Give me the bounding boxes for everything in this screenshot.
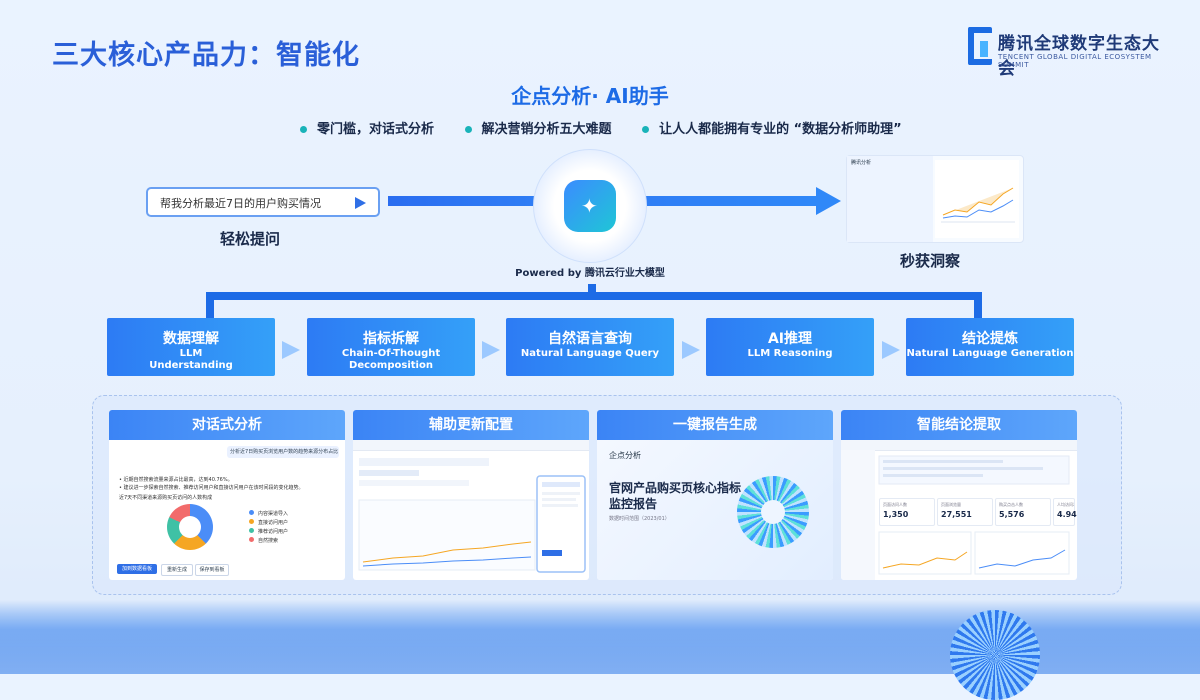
bracket-right: [974, 292, 982, 318]
step-nl-query: 自然语言查询 Natural Language Query: [506, 318, 674, 376]
legend-item: 直接访问用户: [249, 519, 288, 526]
flow-arrow-left: [388, 196, 538, 206]
feature-bullet: 零门槛，对话式分析: [300, 118, 434, 137]
chevron-right-icon: [682, 341, 700, 359]
feature-bullet: 解决营销分析五大难题: [464, 118, 612, 137]
cloud-fan-icon: [950, 610, 1040, 700]
feature-bullets: 零门槛，对话式分析 解决营销分析五大难题 让人人都能拥有专业的 “数据分析师助理…: [300, 118, 928, 137]
query-text: 帮我分析最近7日的用户购买情况: [160, 197, 321, 210]
brand-tagline: TENCENT GLOBAL DIGITAL ECOSYSTEM SUMMIT: [998, 53, 1152, 69]
brand-name: 腾讯全球数字生态大会: [998, 34, 1160, 79]
kpi-card: 人均访问次数4.94: [1053, 498, 1077, 526]
slide-title: 三大核心产品力：智能化: [52, 40, 360, 71]
product-title: 企点分析· AI助手: [511, 84, 669, 108]
answer-line: • 建议进一步探索自然搜索、推荐访问用户和直接访问用户在该时间段的变化趋势。: [119, 485, 304, 491]
save-button[interactable]: 保存到看板: [195, 564, 229, 576]
donut-chart: [167, 504, 213, 550]
config-screenshot: [358, 458, 586, 573]
step-metric-decomposition: 指标拆解 Chain-Of-Thought Decomposition: [307, 318, 475, 376]
brand-mark-icon: [968, 27, 992, 65]
bullet-dot-icon: [300, 126, 307, 133]
card-config-assistant: 辅助更新配置: [353, 410, 589, 580]
report-title: 官网产品购买页核心指标监控报告: [609, 481, 742, 511]
bullet-dot-icon: [642, 126, 650, 133]
brand-logo: 腾讯全球数字生态大会 TENCENT GLOBAL DIGITAL ECOSYS…: [968, 25, 1168, 79]
feature-bullet: 让人人都能拥有专业的 “数据分析师助理”: [642, 118, 902, 137]
step-conclusion: 结论提炼 Natural Language Generation: [906, 318, 1074, 376]
regenerate-button[interactable]: 重新生成: [161, 564, 193, 576]
card-conversational-analysis: 对话式分析 分析近7日购买页浏览用户数的趋势来源分布占比 • 近期自然搜索流量来…: [109, 410, 345, 580]
step-ai-reasoning: AI推理 LLM Reasoning: [706, 318, 874, 376]
powered-by: Powered by 腾讯云行业大模型: [515, 268, 665, 279]
card-title: 智能结论提取: [841, 410, 1077, 440]
chevron-right-icon: [282, 341, 300, 359]
insight-tag: 腾讯分析: [851, 160, 872, 166]
bracket-bar: [206, 292, 982, 300]
step-data-understanding: 数据理解 LLM Understanding: [107, 318, 275, 376]
fan-graphic-icon: [737, 476, 809, 548]
bracket-left: [206, 292, 214, 318]
card-title: 对话式分析: [109, 410, 345, 440]
insight-chart: [941, 187, 1015, 223]
ai-assistant-icon: ✦: [564, 180, 616, 232]
insight-screenshot: 腾讯分析: [846, 155, 1024, 243]
report-logo: 企点分析: [609, 451, 641, 460]
bullet-dot-icon: [464, 126, 472, 133]
flow-arrow-right: [640, 196, 818, 206]
card-report-generation: 一键报告生成 企点分析 官网产品购买页核心指标监控报告 数据时间范围（2023/…: [597, 410, 833, 580]
report-subtitle: 数据时间范围（2023/01）: [609, 516, 670, 522]
bracket-stem: [588, 284, 596, 294]
chevron-right-icon: [482, 341, 500, 359]
add-to-dashboard-button[interactable]: 加到数据看板: [117, 564, 157, 574]
query-input[interactable]: 帮我分析最近7日的用户购买情况: [146, 187, 380, 217]
arrow-head-icon: [816, 187, 841, 215]
ai-hub: ✦: [533, 149, 647, 263]
legend-item: 内容渠道导入: [249, 510, 288, 517]
dashboard-screenshot: [841, 450, 1070, 580]
chat-question: 分析近7日购买页浏览用户数的趋势来源分布占比: [227, 446, 339, 458]
chart-title: 近7天不同渠道来源购买页访问的人数构成: [119, 495, 213, 501]
legend-item: 自然搜索: [249, 537, 278, 544]
answer-line: • 近期自然搜索流量来源占比最高，达到40.76%。: [119, 477, 233, 483]
insight-caption: 秒获洞察: [900, 252, 961, 270]
chevron-right-icon: [882, 341, 900, 359]
send-icon[interactable]: [355, 197, 366, 209]
card-title: 辅助更新配置: [353, 410, 589, 440]
card-title: 一键报告生成: [597, 410, 833, 440]
ask-caption: 轻松提问: [220, 230, 281, 248]
legend-item: 推荐访问用户: [249, 528, 288, 535]
